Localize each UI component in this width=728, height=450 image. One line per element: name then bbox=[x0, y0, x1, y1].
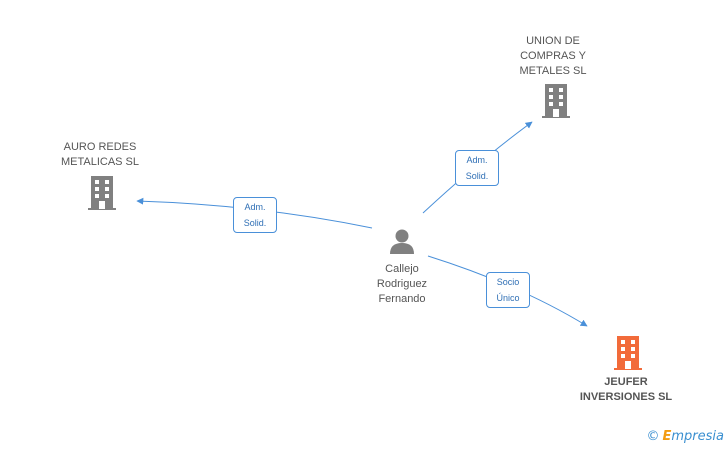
brand-watermark: ©Empresia bbox=[647, 429, 725, 444]
copyright-icon: © bbox=[646, 429, 660, 444]
building-icon[interactable] bbox=[613, 335, 643, 371]
brand-name: mpresia bbox=[671, 429, 724, 444]
edge-label-jeufer: Socio Único bbox=[486, 272, 530, 308]
union-label[interactable]: UNION DE COMPRAS Y METALES SL bbox=[519, 35, 587, 77]
edge-label-union: Adm. Solid. bbox=[455, 150, 499, 186]
auro-label[interactable]: AURO REDES METALICAS SL bbox=[60, 141, 140, 168]
jeufer-label[interactable]: JEUFER INVERSIONES SL bbox=[579, 376, 673, 403]
brand-e: E bbox=[662, 429, 672, 444]
edge-label-auro: Adm. Solid. bbox=[233, 197, 277, 233]
building-icon[interactable] bbox=[541, 83, 571, 119]
person-icon[interactable] bbox=[388, 227, 416, 255]
person-label[interactable]: Callejo Rodriguez Fernando bbox=[376, 263, 428, 305]
building-icon[interactable] bbox=[87, 175, 117, 211]
